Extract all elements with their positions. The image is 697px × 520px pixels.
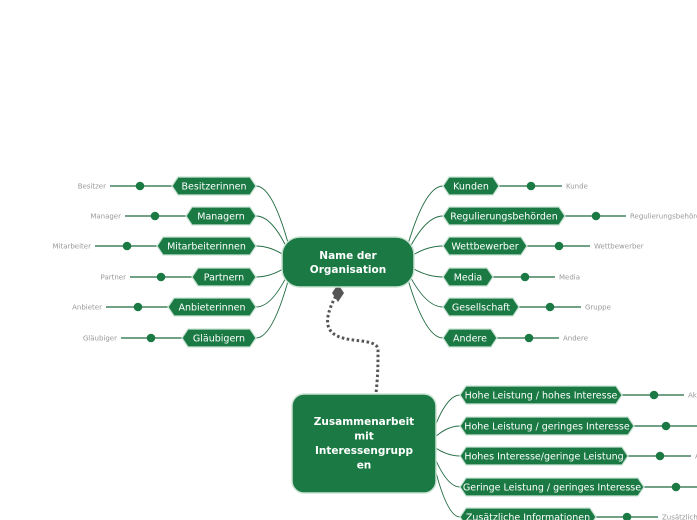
leaf-left-0: Besitzer — [78, 183, 106, 191]
topic-right-5[interactable] — [442, 328, 498, 348]
topic-left-3[interactable] — [191, 267, 257, 287]
topic-collab-2[interactable] — [459, 446, 629, 466]
collapse-toggle[interactable] — [591, 211, 601, 221]
leaf-right-3: Media — [559, 274, 580, 282]
topic-right-2-label: Wettbewerber — [451, 241, 518, 252]
topic-right-0[interactable] — [442, 176, 500, 196]
topic-right-3[interactable] — [442, 267, 494, 287]
topic-collab-1-label: Hohe Leistung / geringes Interesse — [464, 421, 630, 432]
leaf-right-2: Wettbewerber — [594, 243, 644, 251]
central-topic-label: Name der — [319, 250, 377, 262]
collapse-toggle[interactable] — [661, 421, 671, 431]
secondary-topic-label: Zusammenarbeit — [314, 416, 414, 428]
leaf-collab-4: Zusätzlich — [662, 514, 697, 520]
central-topic[interactable] — [281, 236, 415, 288]
topic-left-1-label: Managern — [197, 211, 245, 222]
topic-collab-1[interactable] — [459, 416, 635, 436]
relationship-connector[interactable] — [326, 291, 380, 409]
leaf-left-4: Anbieter — [72, 304, 102, 312]
collapse-toggle[interactable] — [133, 302, 143, 312]
collapse-toggle[interactable] — [649, 390, 659, 400]
leaf-collab-0: Ak — [688, 392, 697, 400]
topic-left-3-label: Partnern — [204, 272, 244, 283]
secondary-topic-label: Interessengrupp — [315, 445, 414, 457]
topic-collab-3-label: Geringe Leistung / geringes Interesse — [463, 482, 641, 493]
secondary-topic-label: mit — [354, 431, 374, 443]
topic-collab-2-label: Hohes Interesse/geringe Leistung — [464, 451, 623, 462]
collapse-toggle[interactable] — [146, 333, 156, 343]
central-topic-label: Organisation — [310, 264, 386, 276]
leaf-left-3: Partner — [101, 274, 127, 282]
collapse-toggle[interactable] — [520, 272, 530, 282]
topic-left-5[interactable] — [181, 328, 257, 348]
connector-start-marker — [332, 284, 344, 302]
topic-right-5-label: Andere — [453, 333, 487, 344]
collapse-toggle[interactable] — [655, 451, 665, 461]
topic-collab-3[interactable] — [459, 477, 645, 497]
collapse-toggle[interactable] — [622, 512, 632, 520]
leaf-left-5: Gläubiger — [83, 335, 117, 343]
leaf-right-4: Gruppe — [585, 304, 611, 312]
topic-right-4[interactable] — [442, 297, 520, 317]
collapse-toggle[interactable] — [150, 211, 160, 221]
topic-right-1[interactable] — [442, 206, 566, 226]
collapse-toggle[interactable] — [135, 181, 145, 191]
collapse-toggle[interactable] — [554, 241, 564, 251]
collapse-toggle[interactable] — [524, 333, 534, 343]
leaf-left-2: Mitarbeiter — [52, 243, 91, 251]
leaf-right-5: Andere — [563, 335, 588, 343]
topic-right-3-label: Media — [454, 272, 483, 283]
topic-right-2[interactable] — [442, 236, 528, 256]
topic-left-4[interactable] — [167, 297, 257, 317]
secondary-topic[interactable] — [291, 393, 437, 494]
topic-left-2-label: Mitarbeiterinnen — [167, 241, 246, 252]
topic-collab-0-label: Hohe Leistung / hohes Interesse — [465, 390, 618, 401]
leaf-collab-2: A — [695, 453, 697, 461]
collapse-toggle[interactable] — [156, 272, 166, 282]
topic-left-4-label: Anbieterinnen — [178, 302, 245, 313]
topic-right-1-label: Regulierungsbehörden — [450, 211, 557, 222]
topic-right-4-label: Gesellschaft — [452, 302, 510, 313]
leaf-right-1: Regulierungsbehörde — [630, 213, 697, 221]
leaf-right-0: Kunde — [566, 183, 588, 191]
collapse-toggle[interactable] — [671, 482, 681, 492]
topic-left-1[interactable] — [185, 206, 257, 226]
topic-collab-0[interactable] — [459, 385, 623, 405]
collapse-toggle[interactable] — [526, 181, 536, 191]
topic-right-0-label: Kunden — [453, 181, 489, 192]
topic-left-2[interactable] — [156, 236, 257, 256]
leaf-left-1: Manager — [90, 213, 121, 221]
secondary-topic-label: en — [357, 460, 372, 472]
topic-left-5-label: Gläubigern — [193, 333, 245, 344]
topic-collab-4-label: Zusätzliche Informationen — [466, 512, 590, 520]
topic-collab-4[interactable] — [459, 507, 597, 520]
collapse-toggle[interactable] — [545, 302, 555, 312]
topic-left-0-label: Besitzerinnen — [182, 181, 247, 192]
topic-left-0[interactable] — [171, 176, 257, 196]
collapse-toggle[interactable] — [122, 241, 132, 251]
